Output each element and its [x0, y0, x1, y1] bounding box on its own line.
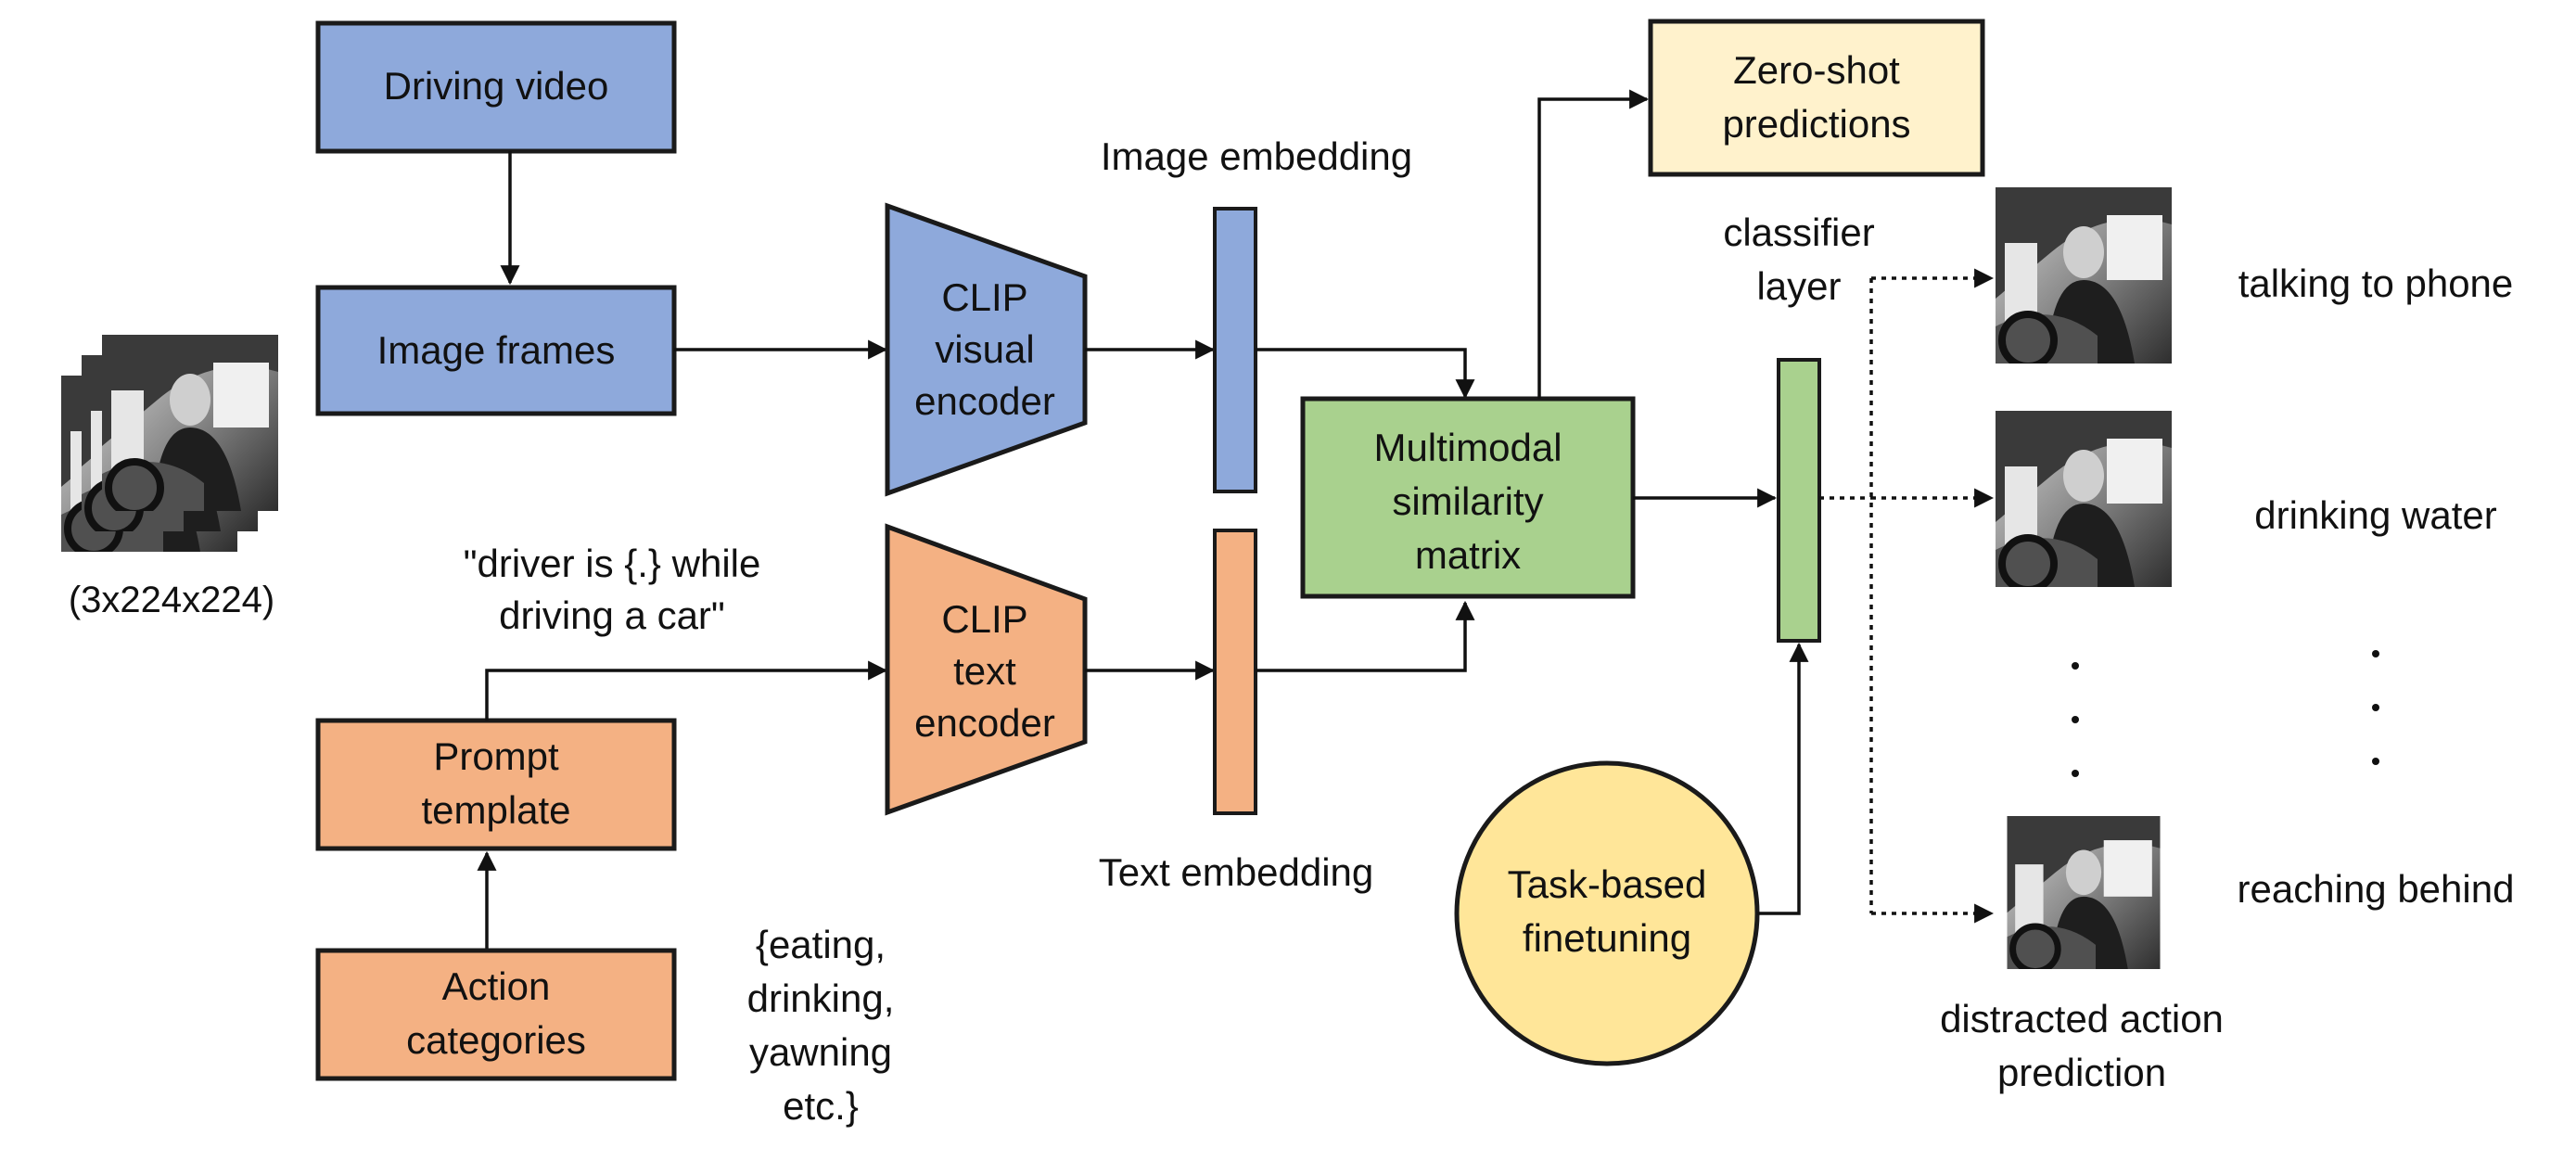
- category-examples-2: drinking,: [747, 976, 895, 1020]
- action-categories-label-1: Action: [442, 964, 551, 1008]
- prediction-arrows: [1819, 268, 1995, 924]
- clip-visual-encoder: CLIP visual encoder: [885, 202, 1088, 497]
- clip-text-encoder-shape: [885, 523, 1088, 816]
- prompt-template-rect: [315, 718, 677, 851]
- ellipsis-dots-right: [2372, 650, 2379, 765]
- action-categories-rect: [315, 948, 677, 1081]
- clip-text-label-2: text: [953, 649, 1016, 693]
- prediction-caption-2: prediction: [1997, 1051, 2166, 1094]
- category-examples-3: yawning: [749, 1030, 892, 1074]
- action-categories-label-2: categories: [406, 1018, 586, 1062]
- prediction-thumbnail-drinking: [1996, 411, 2172, 590]
- prediction-thumbnail-reaching: [2008, 816, 2161, 972]
- prompt-text-line-1: "driver is {.} while: [464, 542, 761, 585]
- image-embedding-label: Image embedding: [1101, 134, 1412, 178]
- input-frames-stack: [61, 335, 278, 555]
- finetuning-label-2: finetuning: [1523, 916, 1691, 960]
- arrow-text-embedding-to-matrix: [1256, 600, 1475, 672]
- finetuning-circle-shape: [1454, 760, 1760, 1066]
- classifier-label-2: layer: [1756, 264, 1841, 308]
- prompt-text-line-2: driving a car": [499, 593, 725, 637]
- arrow-prompt-to-text-encoder: [485, 660, 888, 721]
- category-examples-4: etc.}: [783, 1084, 859, 1128]
- category-examples-1: {eating,: [756, 923, 886, 966]
- similarity-label-2: similarity: [1392, 479, 1543, 523]
- image-frames-box: Image frames: [315, 285, 677, 416]
- prediction-caption-1: distracted action: [1940, 997, 2224, 1040]
- ellipsis-dots-left: [2072, 662, 2079, 777]
- prediction-thumbnail-talking: [1996, 187, 2172, 366]
- finetuning-circle: Task-based finetuning: [1454, 760, 1760, 1066]
- zero-shot-box: Zero-shot predictions: [1648, 19, 1985, 177]
- arrow-finetuning-to-classifier: [1757, 642, 1809, 915]
- image-frames-label: Image frames: [377, 328, 616, 372]
- prediction-label-talking: talking to phone: [2238, 262, 2514, 305]
- similarity-label-1: Multimodal: [1373, 426, 1562, 469]
- prompt-template-label-2: template: [421, 788, 570, 832]
- classifier-layer-bar: [1777, 358, 1821, 643]
- input-size-label: (3x224x224): [69, 580, 274, 620]
- prediction-label-drinking: drinking water: [2254, 493, 2496, 537]
- driving-video-box: Driving video: [315, 20, 677, 154]
- similarity-label-3: matrix: [1415, 533, 1521, 577]
- zero-shot-rect: [1648, 19, 1985, 177]
- clip-visual-label-1: CLIP: [941, 275, 1027, 319]
- arrow-image-embedding-to-matrix: [1256, 348, 1475, 400]
- clip-visual-encoder-shape: [885, 202, 1088, 497]
- finetuning-label-1: Task-based: [1508, 862, 1707, 906]
- similarity-matrix-rect: [1300, 396, 1636, 599]
- zero-shot-label-1: Zero-shot: [1733, 48, 1900, 92]
- driving-video-rect: [315, 20, 677, 154]
- clip-text-label-3: encoder: [914, 701, 1055, 745]
- similarity-matrix-box: Multimodal similarity matrix: [1300, 396, 1636, 599]
- driving-video-label: Driving video: [384, 64, 609, 108]
- text-embedding-bar: [1213, 529, 1257, 815]
- clip-visual-label-3: encoder: [914, 379, 1055, 423]
- zero-shot-label-2: predictions: [1722, 102, 1910, 146]
- clip-text-encoder: CLIP text encoder: [885, 523, 1088, 816]
- image-embedding-bar: [1213, 207, 1257, 493]
- image-frames-rect: [315, 285, 677, 416]
- prediction-label-reaching: reaching behind: [2238, 867, 2515, 911]
- clip-text-label-1: CLIP: [941, 597, 1027, 641]
- text-embedding-label: Text embedding: [1099, 850, 1374, 894]
- clip-visual-label-2: visual: [935, 327, 1034, 371]
- action-categories-box: Action categories: [315, 948, 677, 1081]
- prompt-template-box: Prompt template: [315, 718, 677, 851]
- classifier-label-1: classifier: [1723, 211, 1874, 254]
- prompt-template-label-1: Prompt: [433, 734, 559, 778]
- arrow-matrix-to-zero-shot: [1537, 89, 1650, 399]
